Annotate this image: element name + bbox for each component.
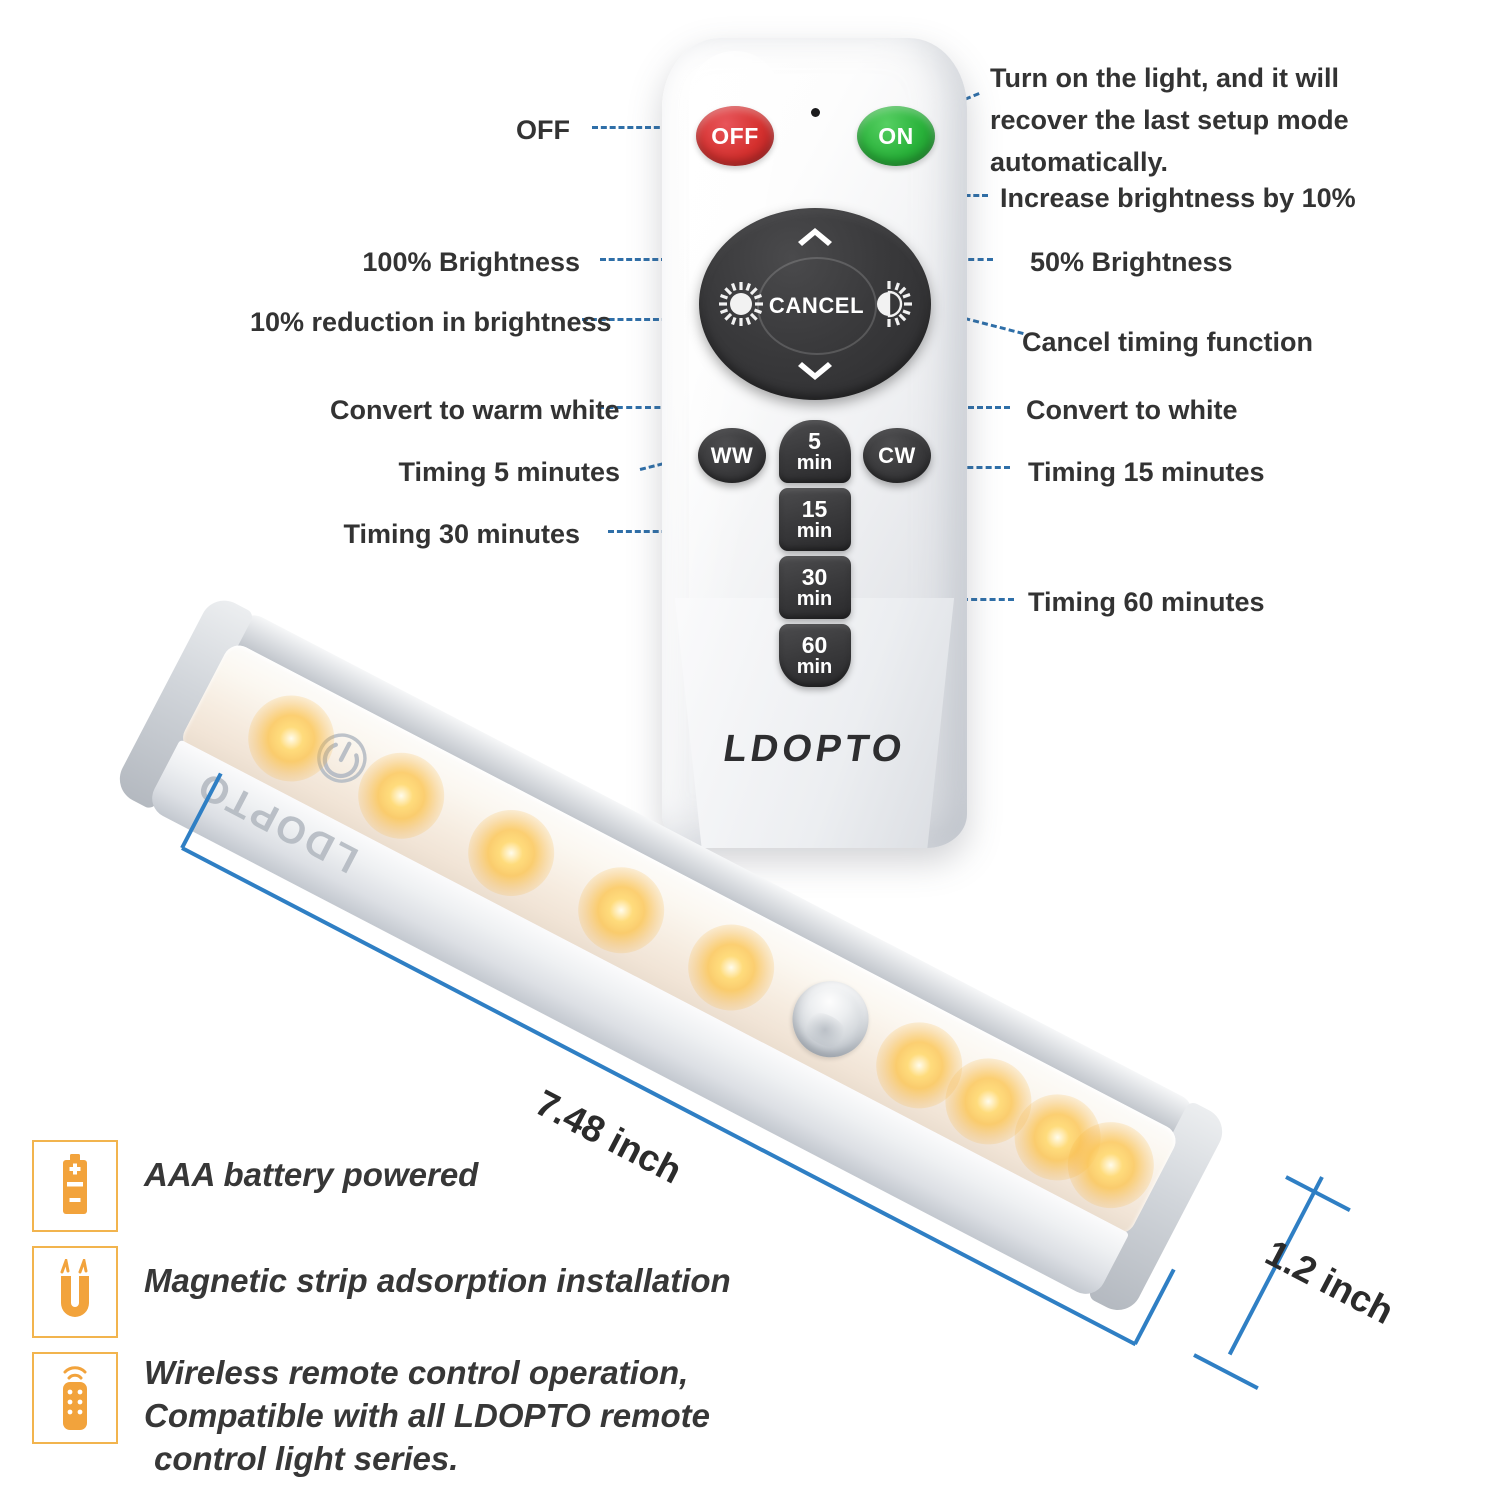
leader-line-warm-white — [598, 406, 698, 409]
on-button[interactable]: ON — [857, 106, 935, 166]
callout-white: Convert to white — [1026, 395, 1238, 425]
timer-60min-button[interactable]: 60 min — [778, 624, 851, 687]
callout-timing-30: Timing 30 minutes — [343, 519, 580, 549]
dimension-tick-width-end — [1193, 1353, 1259, 1391]
led-light-bar: LDOPTO — [80, 592, 1231, 1427]
callout-off: OFF — [516, 115, 570, 145]
timer-15min-button[interactable]: 15 min — [778, 488, 851, 551]
callout-timing-15: Timing 15 minutes — [1028, 457, 1265, 487]
callout-brightness-100: 100% Brightness — [362, 247, 580, 277]
remote-brand-logo: LDOPTO — [720, 728, 909, 770]
callout-timing-5: Timing 5 minutes — [398, 457, 620, 487]
feature-list: AAA battery powered Magnetic strip adsor… — [32, 1140, 832, 1495]
feature-text-battery: AAA battery powered — [144, 1140, 478, 1197]
feature-icon-box-magnet — [32, 1246, 118, 1338]
timer-15min-unit: min — [796, 520, 833, 543]
callout-brightness-50: 50% Brightness — [1030, 247, 1233, 277]
leader-line-white — [932, 406, 1010, 409]
dimension-label-width: 1.2 inch — [1259, 1232, 1401, 1332]
feature-remote-line2: Compatible with all LDOPTO remote — [144, 1396, 710, 1434]
timer-60min-value: 60 — [801, 631, 828, 658]
feature-row-battery: AAA battery powered — [32, 1140, 832, 1232]
feature-remote-line1: Wireless remote control operation, — [144, 1354, 689, 1391]
ir-led-indicator — [810, 108, 820, 117]
sun-full-icon[interactable] — [716, 279, 766, 329]
timer-60min-unit: min — [796, 656, 833, 679]
cool-white-button[interactable]: CW — [863, 428, 931, 483]
magnet-icon — [60, 1259, 89, 1317]
chevron-down-icon[interactable] — [795, 362, 835, 384]
timer-button-column: 5 min 15 min 30 min 60 min — [778, 420, 851, 692]
timer-30min-value: 30 — [801, 563, 828, 590]
feature-remote-line3: control light series. — [154, 1439, 459, 1477]
timer-30min-button[interactable]: 30 min — [778, 556, 851, 619]
callout-reduction-10: 10% reduction in brightness — [250, 307, 612, 337]
chevron-up-icon[interactable] — [795, 224, 835, 246]
warm-white-button[interactable]: WW — [698, 428, 766, 483]
timer-5min-unit: min — [796, 452, 833, 475]
callout-increase: Increase brightness by 10% — [1000, 183, 1356, 213]
cancel-button[interactable]: CANCEL — [756, 257, 877, 355]
timer-5min-button[interactable]: 5 min — [778, 420, 851, 483]
feature-text-magnet: Magnetic strip adsorption installation — [144, 1246, 731, 1303]
feature-icon-box-battery — [32, 1140, 118, 1232]
callout-cancel-timing: Cancel timing function — [1022, 327, 1314, 357]
timer-30min-unit: min — [796, 588, 833, 611]
feature-icon-box-remote — [32, 1352, 118, 1444]
remote-control: OFF ON — [662, 38, 967, 848]
feature-magnet-line1: Magnetic strip adsorption installation — [144, 1262, 731, 1299]
off-button[interactable]: OFF — [696, 106, 774, 166]
feature-text-remote: Wireless remote control operation, Compa… — [144, 1352, 710, 1481]
timer-5min-value: 5 — [808, 427, 821, 454]
battery-icon — [63, 1154, 87, 1214]
timer-15min-value: 15 — [801, 495, 828, 522]
feature-row-remote: Wireless remote control operation, Compa… — [32, 1352, 832, 1481]
feature-row-magnet: Magnetic strip adsorption installation — [32, 1246, 832, 1338]
callout-warm-white: Convert to warm white — [330, 395, 620, 425]
callout-timing-60: Timing 60 minutes — [1028, 587, 1265, 617]
leader-line-off — [592, 126, 704, 129]
feature-battery-line1: AAA battery powered — [144, 1156, 479, 1193]
sun-half-icon[interactable] — [864, 279, 914, 329]
callout-on: Turn on the light, and it will recover t… — [990, 63, 1349, 177]
remote-icon — [63, 1366, 87, 1430]
dpad-control: CANCEL — [698, 208, 931, 400]
